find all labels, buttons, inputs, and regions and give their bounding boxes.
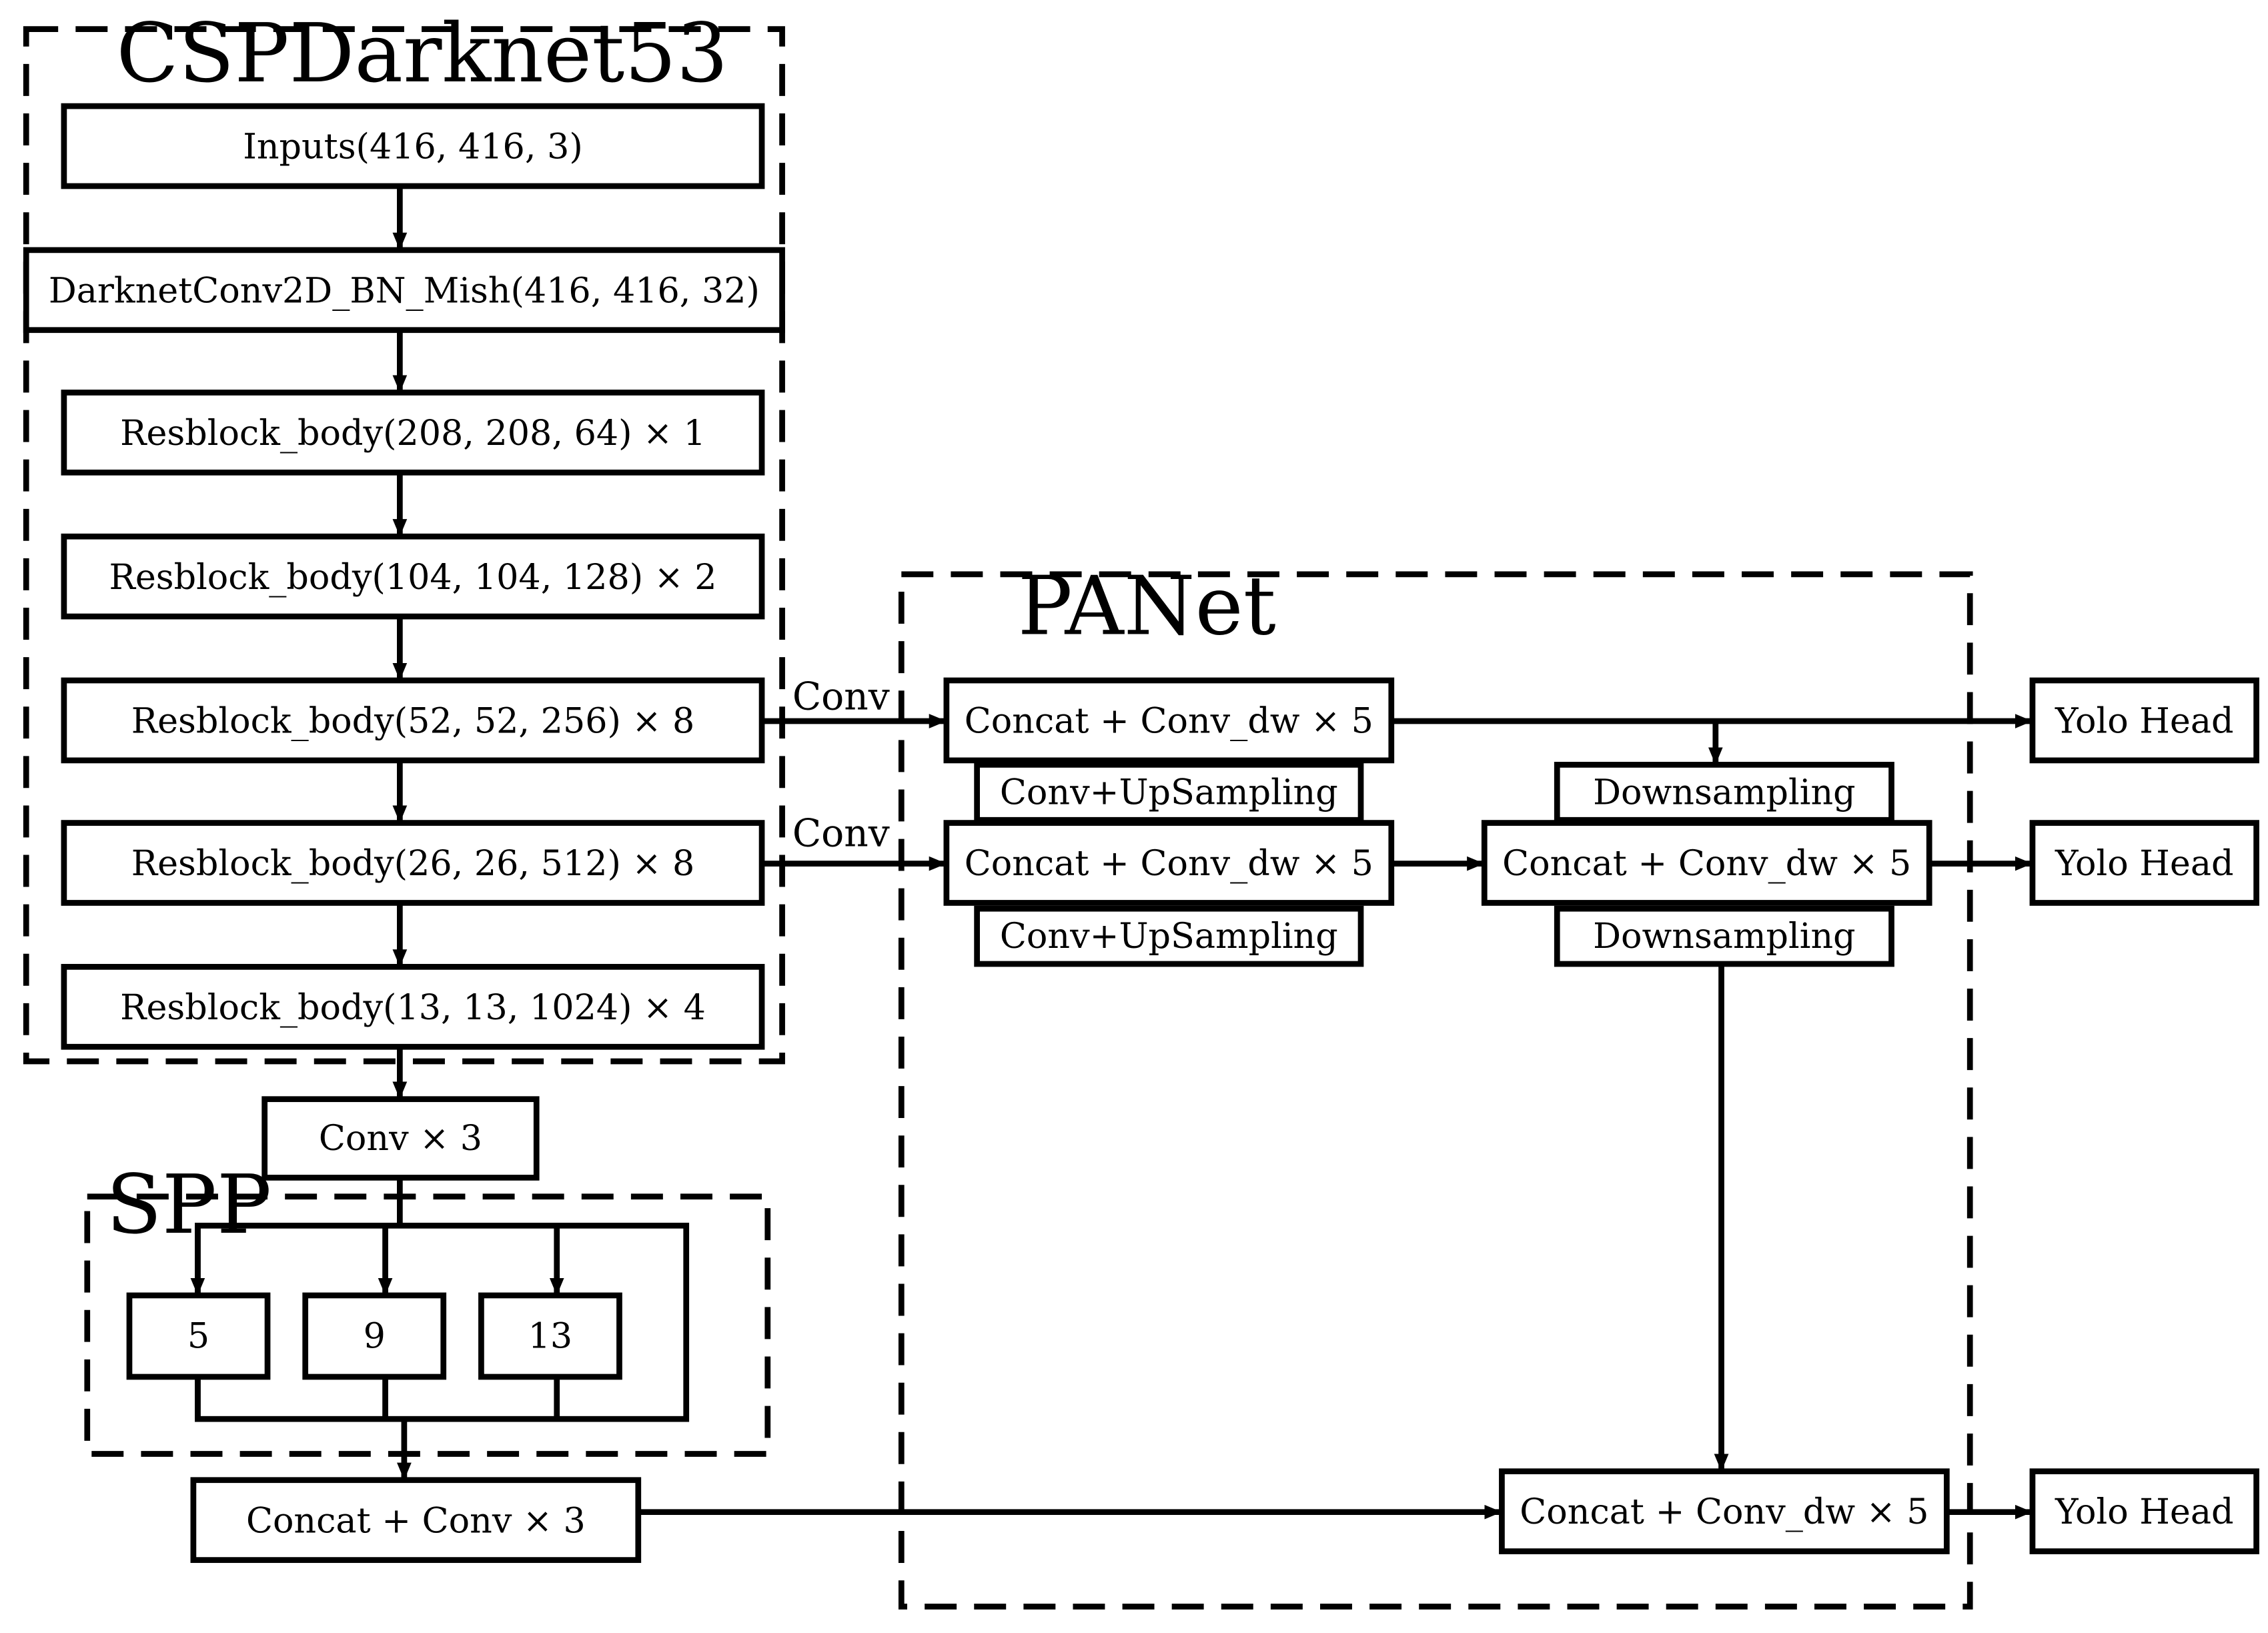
cspdarknet-group	[23, 26, 785, 1065]
pool-9-node: 9	[302, 1292, 447, 1380]
edge-label-conv-a: Conv	[792, 675, 890, 719]
pool-9-label: 9	[364, 1315, 386, 1356]
resblock-5-node: Resblock_body(13, 13, 1024) × 4	[61, 964, 765, 1050]
pool-13-label: 13	[528, 1315, 573, 1356]
upsampling-2-label: Conv+UpSampling	[1000, 916, 1338, 957]
inputs-node: Inputs(416, 416, 3)	[61, 103, 765, 189]
panet-concat-4-node: Concat + Conv_dw × 5	[1499, 1468, 1950, 1554]
panet-concat-2-node: Concat + Conv_dw × 5	[943, 820, 1395, 906]
yolo-head-3-label: Yolo Head	[2055, 1492, 2234, 1532]
conv3-node: Conv × 3	[261, 1096, 540, 1181]
inputs-label: Inputs(416, 416, 3)	[243, 127, 583, 167]
concat-conv3-node: Concat + Conv × 3	[190, 1477, 642, 1563]
panet-group	[898, 571, 1973, 1610]
panet-concat-1-node: Concat + Conv_dw × 5	[943, 677, 1395, 764]
yolo-head-1-node: Yolo Head	[2029, 677, 2259, 764]
concat-conv3-label: Concat + Conv × 3	[246, 1500, 586, 1541]
pool-13-node: 13	[478, 1292, 622, 1380]
yolo-head-2-label: Yolo Head	[2055, 843, 2234, 884]
downsampling-1-label: Downsampling	[1593, 772, 1856, 812]
pool-5-label: 5	[187, 1315, 209, 1356]
spp-group	[84, 1193, 771, 1457]
darknet-conv-node: DarknetConv2D_BN_Mish(416, 416, 32)	[23, 247, 785, 334]
resblock-2-label: Resblock_body(104, 104, 128) × 2	[109, 557, 716, 598]
spp-title: SPP	[106, 1157, 271, 1252]
darknet-conv-label: DarknetConv2D_BN_Mish(416, 416, 32)	[49, 270, 760, 311]
resblock-4-label: Resblock_body(26, 26, 512) × 8	[131, 843, 695, 884]
upsampling-1-node: Conv+UpSampling	[974, 762, 1364, 823]
panet-concat-2-label: Concat + Conv_dw × 5	[965, 843, 1373, 884]
resblock-5-label: Resblock_body(13, 13, 1024) × 4	[120, 987, 706, 1028]
cspdarknet-title: CSPDarknet53	[116, 6, 728, 101]
resblock-2-node: Resblock_body(104, 104, 128) × 2	[61, 533, 765, 620]
resblock-4-node: Resblock_body(26, 26, 512) × 8	[61, 820, 765, 906]
resblock-3-label: Resblock_body(52, 52, 256) × 8	[131, 701, 695, 742]
pool-5-node: 5	[126, 1292, 271, 1380]
resblock-1-node: Resblock_body(208, 208, 64) × 1	[61, 390, 765, 476]
upsampling-1-label: Conv+UpSampling	[1000, 772, 1338, 812]
downsampling-1-node: Downsampling	[1554, 762, 1894, 823]
conv3-label: Conv × 3	[319, 1118, 482, 1159]
panet-title: PANet	[1018, 558, 1276, 653]
resblock-1-label: Resblock_body(208, 208, 64) × 1	[120, 413, 706, 454]
downsampling-2-label: Downsampling	[1593, 916, 1856, 957]
downsampling-2-node: Downsampling	[1554, 905, 1894, 967]
panet-concat-1-label: Concat + Conv_dw × 5	[965, 701, 1373, 742]
panet-concat-3-node: Concat + Conv_dw × 5	[1481, 820, 1932, 906]
panet-concat-4-label: Concat + Conv_dw × 5	[1520, 1492, 1928, 1532]
resblock-3-node: Resblock_body(52, 52, 256) × 8	[61, 677, 765, 764]
yolo-head-1-label: Yolo Head	[2055, 701, 2234, 742]
upsampling-2-node: Conv+UpSampling	[974, 905, 1364, 967]
yolo-head-2-node: Yolo Head	[2029, 820, 2259, 906]
yolo-head-3-node: Yolo Head	[2029, 1468, 2259, 1554]
panet-concat-3-label: Concat + Conv_dw × 5	[1502, 843, 1911, 884]
edge-label-conv-b: Conv	[792, 811, 890, 855]
